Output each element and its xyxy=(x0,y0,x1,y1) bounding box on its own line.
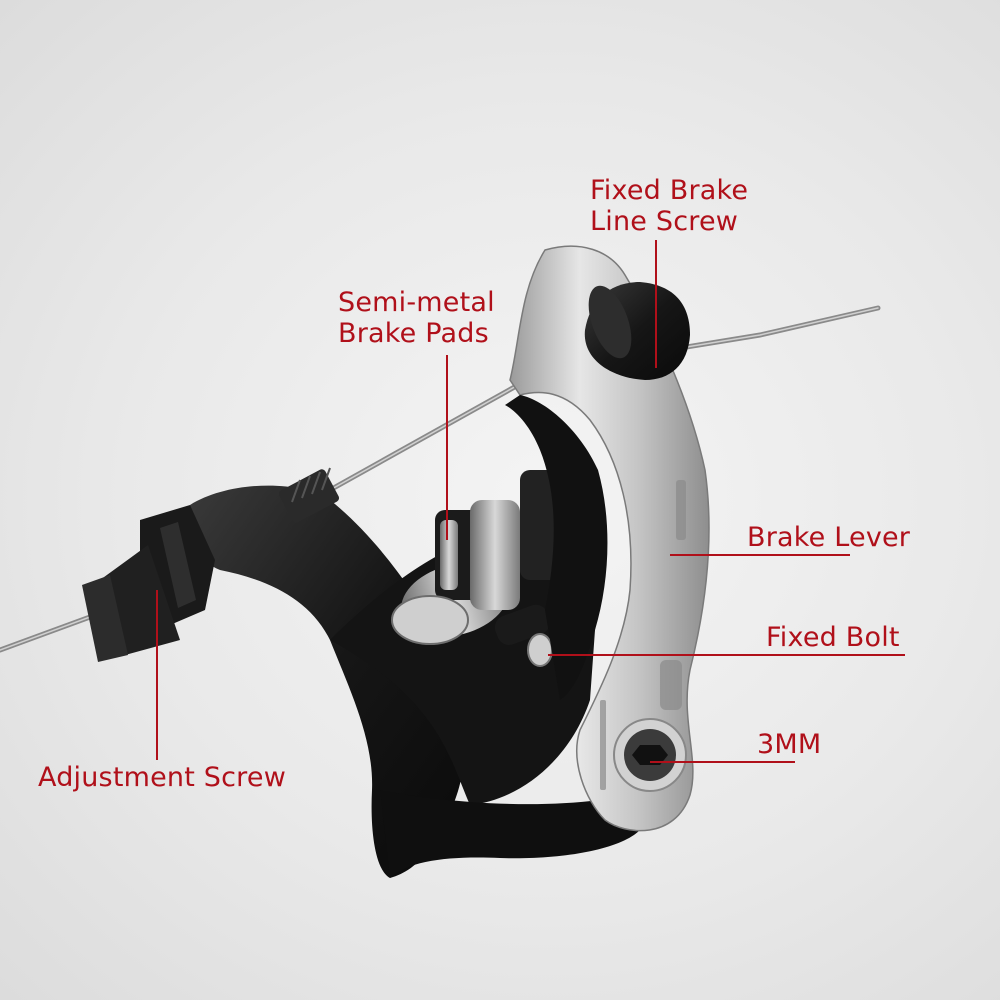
adjuster-thread xyxy=(279,467,339,523)
label-adjustment-screw: Adjustment Screw xyxy=(38,762,286,793)
label-three-mm-text: 3MM xyxy=(757,729,822,760)
label-fixed-brake-line-screw-line1: Fixed Brake xyxy=(590,175,749,206)
label-brake-lever: Brake Lever xyxy=(747,522,910,553)
fixed-brake-line-screw xyxy=(584,282,690,380)
fixed-bolt xyxy=(494,604,553,667)
callout-leader-lines xyxy=(156,240,905,763)
label-semi-metal-brake-pads-line1: Semi-metal xyxy=(338,287,495,318)
label-brake-lever-text: Brake Lever xyxy=(747,522,911,553)
caliper-body xyxy=(187,485,640,878)
brake-pads xyxy=(391,470,560,645)
label-fixed-bolt-text: Fixed Bolt xyxy=(766,622,900,653)
brake-lever xyxy=(505,245,710,832)
label-fixed-bolt: Fixed Bolt xyxy=(766,622,900,653)
label-semi-metal-brake-pads-line2: Brake Pads xyxy=(338,318,489,349)
label-semi-metal-brake-pads: Semi-metal Brake Pads xyxy=(338,287,495,349)
label-adjustment-screw-text: Adjustment Screw xyxy=(38,762,286,793)
label-fixed-brake-line-screw-line2: Line Screw xyxy=(590,206,739,237)
label-fixed-brake-line-screw: Fixed Brake Line Screw xyxy=(590,175,748,237)
adjustment-screw xyxy=(82,505,215,662)
label-three-mm: 3MM xyxy=(757,729,821,760)
